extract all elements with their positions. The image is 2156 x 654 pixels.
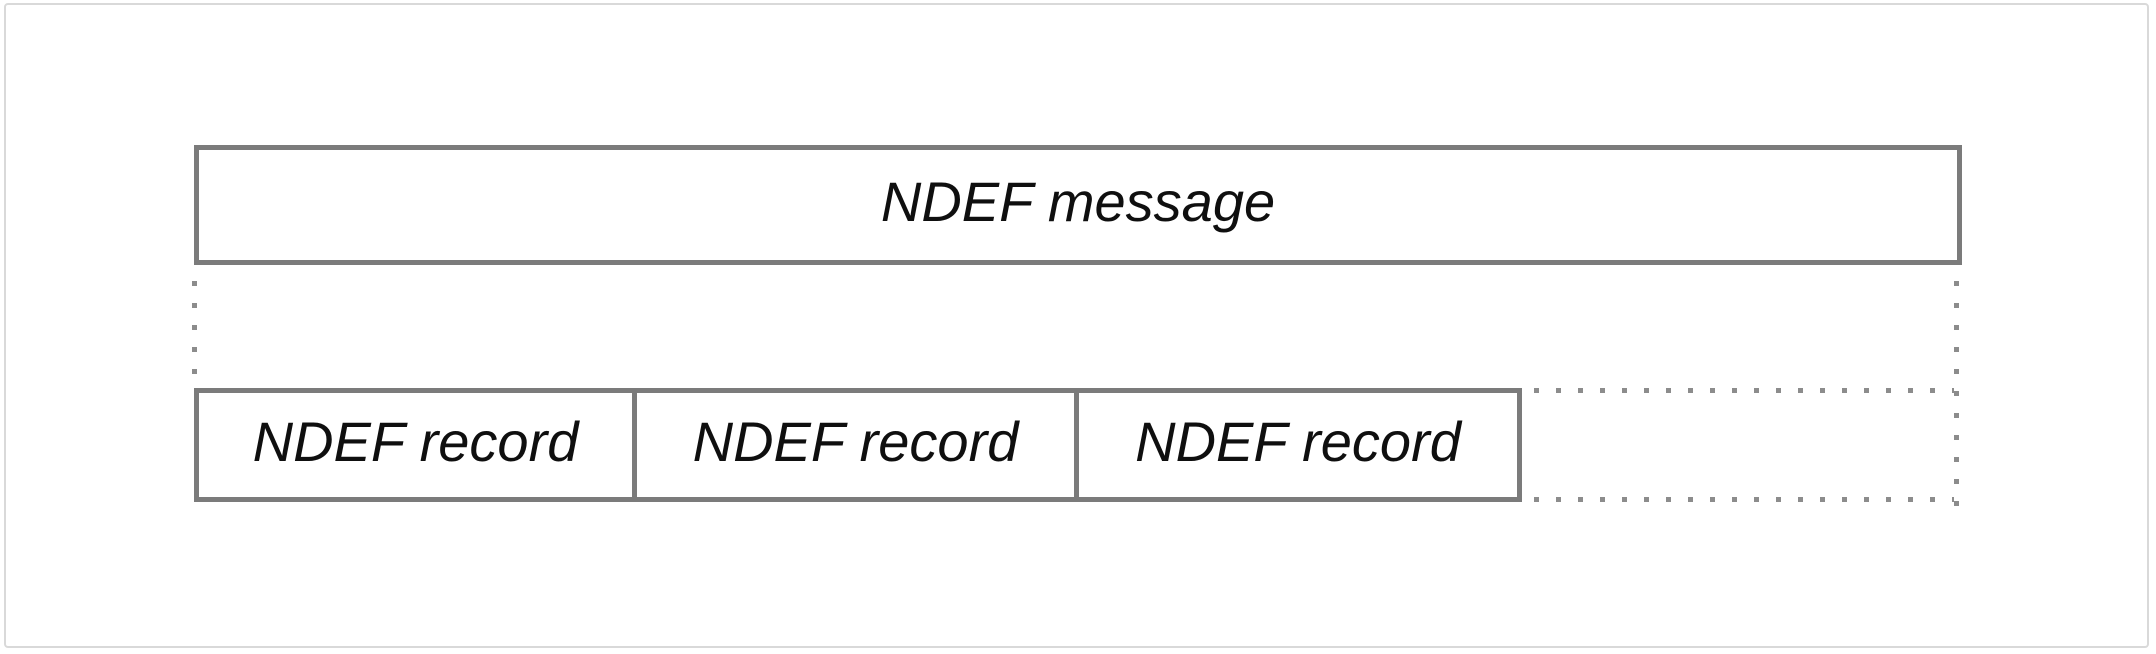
ndef-message-label: NDEF message [880, 170, 1276, 233]
ndef-message-box: NDEF message [194, 145, 1962, 265]
ndef-record-label-3: NDEF record [1135, 410, 1461, 473]
dotted-continuation-top [1534, 388, 1954, 393]
diagram-frame [4, 3, 2149, 648]
ndef-record-box-1: NDEF record [194, 388, 637, 502]
dotted-connector-right [1954, 281, 1959, 506]
dotted-continuation-bottom [1534, 497, 1954, 502]
ndef-record-box-3: NDEF record [1074, 388, 1522, 502]
ndef-record-label-1: NDEF record [252, 410, 579, 473]
ndef-record-label-2: NDEF record [692, 410, 1019, 473]
dotted-connector-left [192, 281, 197, 379]
ndef-record-box-2: NDEF record [632, 388, 1079, 502]
